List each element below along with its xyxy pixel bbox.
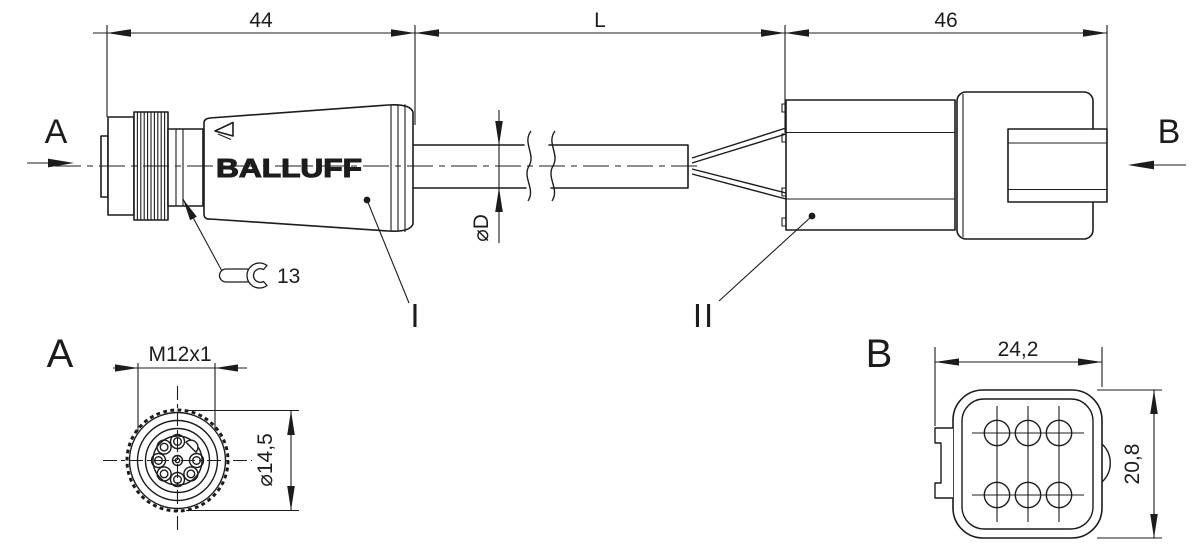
dim-width-242: 24,2 (934, 338, 1103, 426)
wire-housing (785, 99, 956, 231)
dim-thread-label: M12x1 (148, 343, 211, 366)
pin (1014, 419, 1042, 447)
housing-notches (781, 103, 786, 227)
dim-46-label: 46 (934, 9, 957, 32)
dimension-chain: 44 L 46 (93, 9, 1108, 133)
pin (156, 439, 172, 455)
wrench-icon (218, 262, 268, 289)
pin (1045, 481, 1073, 509)
leader-ref-2: II (693, 212, 816, 334)
dim-L-label: L (594, 9, 606, 32)
pin (983, 419, 1011, 447)
brand-logo-text: BALLUFF (216, 153, 362, 183)
pin (1014, 481, 1042, 509)
pin (156, 466, 172, 482)
pin (1045, 419, 1073, 447)
ref-1-label: I (410, 297, 419, 334)
dim-diameter-145: ⌀14,5 (186, 409, 299, 512)
dim-diameter-a-label: ⌀14,5 (254, 433, 277, 487)
wrench-size-label: 13 (277, 265, 300, 288)
leader-ref-1: I (363, 196, 420, 334)
dim-cable-diameter: ⌀D (470, 110, 503, 243)
view-a-letter: A (45, 113, 68, 151)
pin (183, 466, 199, 482)
dim-cable-diameter-label: ⌀D (470, 214, 493, 242)
dim-width-b-label: 24,2 (998, 338, 1039, 361)
coding-notch (185, 439, 199, 453)
b-connector-side (781, 91, 1108, 240)
hex-neck (167, 128, 204, 207)
dim-height-208: 20,8 (1097, 389, 1162, 539)
view-b-face: B 24,2 20,8 (866, 332, 1162, 539)
view-b-title: B (866, 332, 893, 376)
latch (934, 427, 953, 499)
dim-height-b-label: 20,8 (1121, 444, 1144, 485)
dim-44-label: 44 (249, 9, 273, 32)
view-b-arrowhead-icon (1128, 160, 1154, 170)
ref-2-label: II (693, 297, 715, 334)
grip-ribs (390, 104, 406, 232)
connector-b-plug (1007, 128, 1108, 203)
side-view: BALLUFF 44 L 46 A B (27, 9, 1186, 334)
pin (983, 481, 1011, 509)
side-bump (1101, 443, 1111, 483)
triangle-facet (217, 133, 232, 141)
b-pins (972, 406, 1084, 522)
view-arrow-b: B (1128, 113, 1186, 170)
view-arrow-a: A (27, 113, 74, 168)
dim-m12-thread: M12x1 (113, 343, 247, 431)
wrench-callout: 13 (182, 198, 300, 289)
connector-grip-body (203, 104, 414, 232)
view-a-arrowhead-icon (48, 158, 74, 168)
extension-lines (106, 25, 1108, 133)
view-b-letter: B (1158, 113, 1181, 151)
face-inner (961, 398, 1094, 530)
view-a-crosshair (103, 386, 252, 534)
split-wires (691, 127, 787, 200)
orientation-triangle-icon (214, 121, 234, 137)
view-a-title: A (47, 332, 74, 376)
view-a-face: A M12x1 (47, 332, 299, 534)
